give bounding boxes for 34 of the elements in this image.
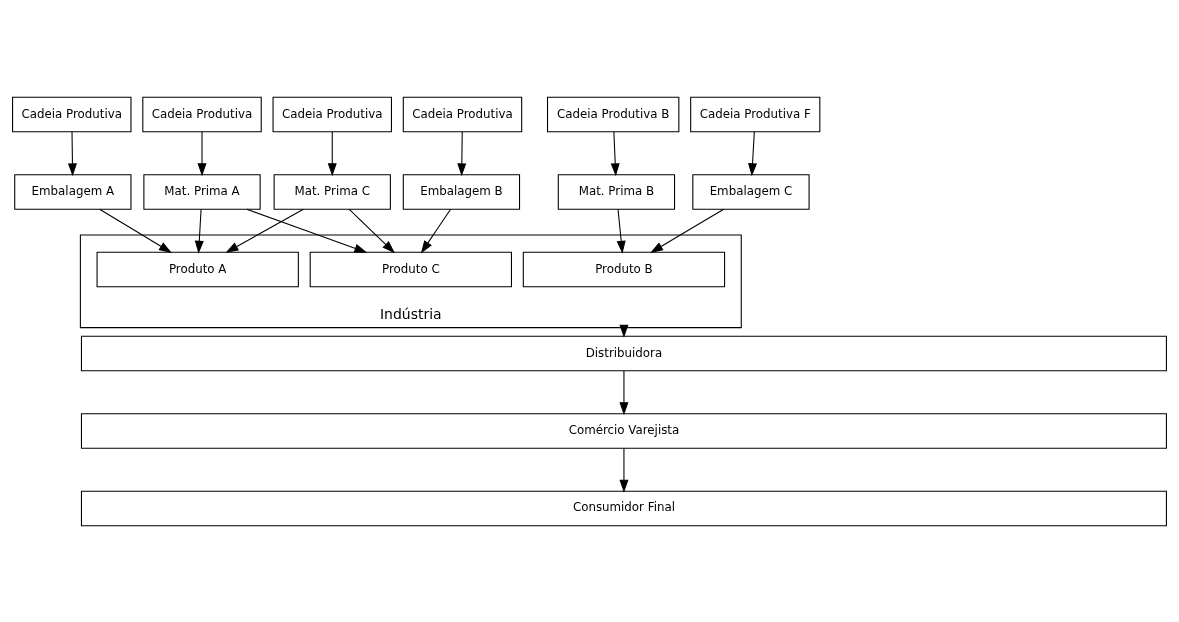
arrow bbox=[420, 208, 451, 253]
arrow bbox=[99, 208, 172, 253]
arrow bbox=[619, 447, 629, 493]
node-box: Embalagem B bbox=[402, 173, 521, 210]
arrow bbox=[348, 208, 395, 253]
node-box: Cadeia Produtiva B bbox=[547, 96, 680, 132]
arrow bbox=[67, 130, 77, 176]
node-box: Distribuidora bbox=[80, 335, 1167, 371]
arrow bbox=[748, 130, 758, 176]
arrow bbox=[650, 208, 725, 253]
node-box: Mat. Prima B bbox=[557, 173, 676, 210]
arrow bbox=[194, 208, 204, 254]
arrow bbox=[616, 208, 626, 254]
node-box: Mat. Prima A bbox=[143, 173, 261, 210]
node-box: Embalagem A bbox=[14, 173, 132, 210]
node-box: Consumidor Final bbox=[80, 490, 1167, 526]
node-box: Comércio Varejista bbox=[80, 412, 1167, 449]
arrow bbox=[327, 130, 337, 176]
node-box: Produto C bbox=[309, 251, 512, 287]
node-box: Cadeia Produtiva bbox=[272, 96, 392, 132]
node-box: Produto A bbox=[96, 251, 299, 287]
arrow bbox=[225, 208, 304, 253]
node-box: Cadeia Produtiva bbox=[402, 96, 523, 132]
arrow bbox=[246, 208, 368, 253]
node-box: Embalagem C bbox=[692, 173, 810, 210]
node-box: Cadeia Produtiva bbox=[142, 96, 262, 132]
arrow bbox=[619, 369, 629, 415]
node-box: Cadeia Produtiva bbox=[12, 96, 132, 132]
arrow bbox=[610, 130, 620, 176]
node-box: Produto B bbox=[522, 251, 726, 287]
arrow bbox=[457, 130, 467, 176]
node-box: Mat. Prima C bbox=[273, 173, 391, 210]
arrow bbox=[197, 130, 207, 176]
node-box: Cadeia Produtiva F bbox=[690, 96, 821, 132]
